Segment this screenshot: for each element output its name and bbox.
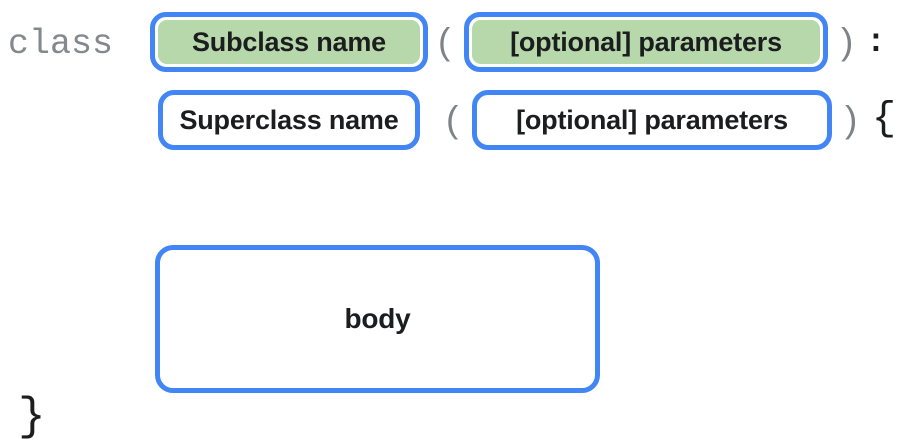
- open-brace: {: [872, 97, 897, 142]
- line2-parameters-box: [optional] parameters: [472, 90, 832, 150]
- subclass-name-label: Subclass name: [192, 26, 386, 57]
- line2-parameters-label: [optional] parameters: [516, 104, 788, 135]
- line1-close-paren: ): [841, 21, 854, 62]
- line1-colon: :: [866, 24, 886, 61]
- line1-parameters-box: [optional] parameters: [464, 12, 828, 72]
- line1-parameters-label: [optional] parameters: [510, 26, 782, 57]
- line1-open-paren: (: [438, 21, 451, 62]
- line1-parameters-box-fill: [optional] parameters: [472, 20, 820, 64]
- subclass-name-box-fill: Subclass name: [158, 20, 420, 64]
- line2-open-paren: (: [446, 99, 459, 140]
- subclass-name-box: Subclass name: [150, 12, 428, 72]
- line2-parameters-box-fill: [optional] parameters: [480, 98, 824, 142]
- superclass-name-label: Superclass name: [179, 104, 399, 135]
- body-label: body: [344, 303, 411, 334]
- close-brace: }: [18, 391, 46, 443]
- line2-close-paren: ): [845, 99, 858, 140]
- body-box: body: [155, 245, 600, 393]
- superclass-name-box: Superclass name: [158, 90, 420, 150]
- superclass-name-box-fill: Superclass name: [166, 98, 412, 142]
- class-keyword: class: [8, 24, 114, 64]
